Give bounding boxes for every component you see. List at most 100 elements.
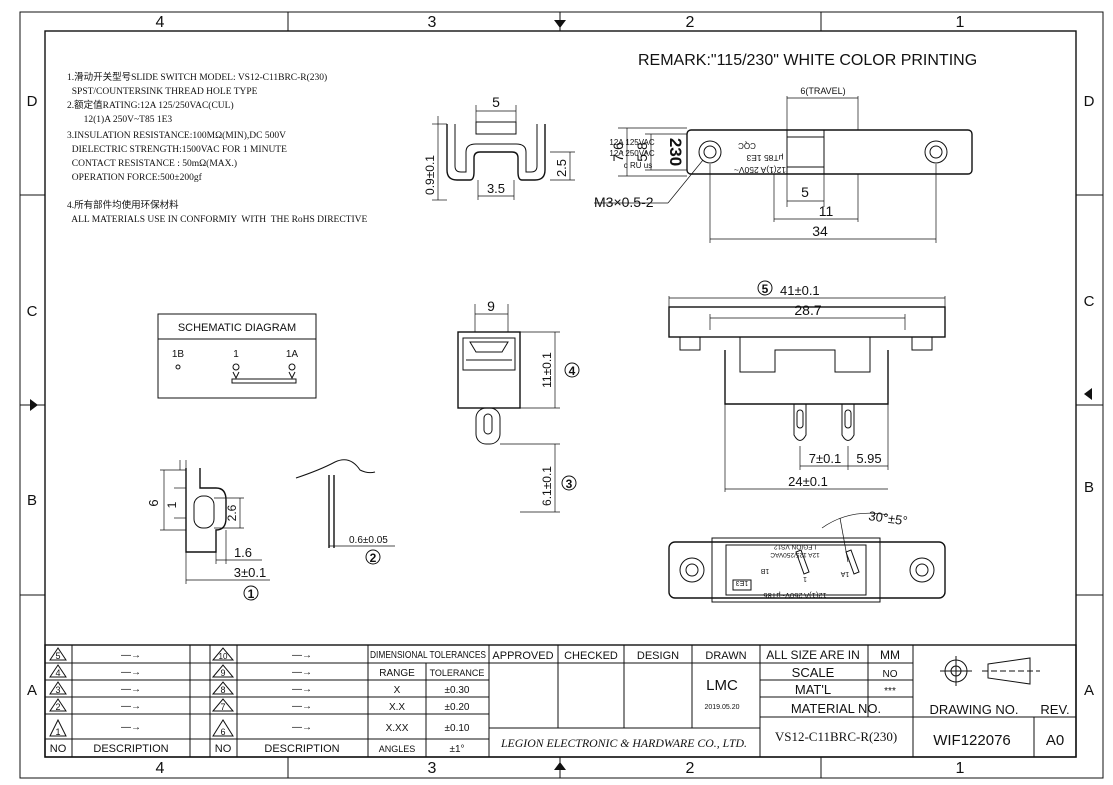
rev-header-desc: DESCRIPTION <box>93 743 168 755</box>
dim-term-h: 6 <box>146 499 161 506</box>
tolerance-table <box>368 645 490 757</box>
tol-range: X.XX <box>386 723 409 734</box>
notes-block: 1.滑动开关型号SLIDE SWITCH MODEL: VS12-C11BRC-… <box>67 71 368 225</box>
bottom-view: 12(1)A 250V~μT85 12A 125/250VAC LEGION V… <box>668 508 946 603</box>
dim-thk: 0.6±0.05 <box>349 535 388 546</box>
dim-side-h1: 11±0.1 <box>540 352 554 388</box>
tol-range: X <box>394 685 401 696</box>
top-view: 12(1)A 250V~ μT85 1E3 CQC 230 12A 125VAC… <box>594 86 973 243</box>
dim-thread: M3×0.5-2 <box>594 194 654 210</box>
mark-line3: 12A 125VAC <box>609 138 654 147</box>
zone-left-C: C <box>27 303 38 320</box>
bmark-tag: 1E3 <box>736 579 749 586</box>
scale-value: NO <box>883 669 898 680</box>
ref-2: 2 <box>370 551 377 565</box>
schematic-pin-1b: 1B <box>172 349 185 360</box>
note-line: 1.滑动开关型号SLIDE SWITCH MODEL: VS12-C11BRC-… <box>67 71 327 83</box>
note-line: 12(1)A 250V~T85 1E3 <box>67 114 172 125</box>
zone-top-1: 1 <box>956 14 965 31</box>
tol-value: ±0.30 <box>445 685 470 696</box>
dim-side-h2: 6.1±0.1 <box>540 466 554 506</box>
dim-top-h2: 5.8 <box>634 142 650 162</box>
rev-header-no: NO <box>50 743 67 755</box>
schematic-diagram: SCHEMATIC DIAGRAM 1B 1 1A <box>157 313 317 399</box>
dim-term-w2: 1.6 <box>234 545 252 560</box>
side-view: 9 11±0.1 6.1±0.1 4 3 <box>457 298 580 513</box>
rev-arrow: —→ <box>121 667 141 678</box>
tol-value: ±1° <box>449 744 464 755</box>
tol-col-tol: TOLERANCE <box>430 668 485 678</box>
rev-no-8: 8 <box>220 685 225 695</box>
dim-travel: 6(TRAVEL) <box>800 86 845 96</box>
drawn-date: 2019.05.20 <box>704 704 739 711</box>
bmark-pin-1b: 1B <box>760 567 769 574</box>
bmark-pin-1: 1 <box>803 575 807 582</box>
dim-top-w3: 34 <box>812 223 828 239</box>
dim-top-h1: 7.6 <box>610 142 626 162</box>
drawing-no-label: DRAWING NO. <box>929 702 1018 717</box>
dim-slot-width: 5 <box>492 94 500 110</box>
mark-line4: 12A 250VAC <box>609 149 654 158</box>
zone-right-B: B <box>1084 479 1094 496</box>
rev-arrow: —→ <box>121 684 141 695</box>
signoff-approved: APPROVED <box>492 650 553 662</box>
dim-term-h2: 2.6 <box>225 504 239 521</box>
scale-label: SCALE <box>792 665 835 680</box>
rev-no-7: 7 <box>220 702 225 712</box>
mark-cus: c RU us <box>624 161 652 170</box>
signoff-drawn: DRAWN <box>705 650 746 662</box>
zone-top-2: 2 <box>686 14 695 31</box>
dim-front-w1: 41±0.1 <box>780 283 820 298</box>
dim-side-w: 9 <box>487 298 495 314</box>
rev-no-10: 10 <box>219 652 228 661</box>
signoff-design: DESIGN <box>637 650 679 662</box>
rev-arrow: —→ <box>292 701 312 712</box>
note-line: 2.额定值RATING:12A 125/250VAC(CUL) <box>67 99 234 111</box>
dim-front-w3: 24±0.1 <box>788 474 828 489</box>
signoff-table <box>489 645 761 757</box>
dim-top-w1: 5 <box>801 184 809 200</box>
rev-header-no-2: NO <box>215 743 232 755</box>
note-line: SPST/COUNTERSINK THREAD HOLE TYPE <box>67 87 258 97</box>
ref-1: 1 <box>248 587 255 601</box>
rev-arrow: —→ <box>292 650 312 661</box>
rev-arrow: —→ <box>292 667 312 678</box>
drawing-no: WIF122076 <box>933 732 1011 749</box>
rev-arrow: —→ <box>292 684 312 695</box>
zone-top-4: 4 <box>156 14 165 31</box>
title-block: 5 4 3 2 1 10 9 8 7 6 —→ —→ —→ —→ —→ —→ —… <box>44 644 1077 758</box>
zone-bottom-4: 4 <box>156 760 165 777</box>
schematic-pin-1a: 1A <box>286 349 299 360</box>
zone-top-3: 3 <box>428 14 437 31</box>
note-line: 4.所有部件均使用环保材料 <box>67 199 179 211</box>
rev-no-4: 4 <box>55 668 60 678</box>
bmark-line1: 12(1)A 250V~μT85 <box>763 591 826 600</box>
dim-front-w2: 28.7 <box>794 302 821 318</box>
size-label: ALL SIZE ARE IN <box>766 648 860 662</box>
dim-term-w3: 3±0.1 <box>234 565 266 580</box>
drawn-by: LMC <box>706 677 738 694</box>
ref-3: 3 <box>566 477 573 491</box>
matl-value: *** <box>884 686 896 697</box>
note-line: CONTACT RESISTANCE : 50mΩ(MAX.) <box>67 158 237 169</box>
center-arrows <box>30 20 1092 770</box>
signoff-checked: CHECKED <box>564 650 618 662</box>
mark-line1: 12(1)A 250V~ <box>734 165 786 175</box>
rev-no-9: 9 <box>220 668 225 678</box>
note-line: DIELECTRIC STRENGTH:1500VAC FOR 1 MINUTE <box>67 145 287 155</box>
zone-bottom-2: 2 <box>686 760 695 777</box>
tol-value: ±0.10 <box>445 723 470 734</box>
rev-arrow: —→ <box>121 701 141 712</box>
rev-triangles <box>49 647 235 737</box>
zone-bottom-1: 1 <box>956 760 965 777</box>
rev-no-3: 3 <box>55 685 60 695</box>
slot-detail: 5 3.5 2.5 0.9±0.1 <box>423 94 575 201</box>
dim-top-w2: 11 <box>819 203 834 219</box>
zone-right-C: C <box>1084 293 1095 310</box>
title-grid <box>760 645 1076 757</box>
schematic-title: SCHEMATIC DIAGRAM <box>178 322 296 334</box>
front-view: 5 41±0.1 28.7 7±0.1 5.95 24±0.1 <box>668 280 946 492</box>
schematic-pin-1: 1 <box>233 349 239 360</box>
tol-title: DIMENSIONAL TOLERANCES <box>370 650 486 661</box>
